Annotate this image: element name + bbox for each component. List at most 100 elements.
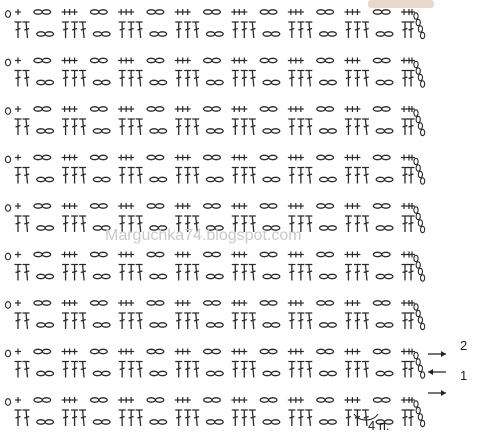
chain-stitch-icon xyxy=(202,154,222,161)
double-crochet-icon xyxy=(231,360,239,378)
turning-chain-icon xyxy=(419,128,426,137)
double-crochet-icon xyxy=(305,409,313,427)
double-crochet-icon xyxy=(184,263,192,281)
chain-stitch-icon xyxy=(259,251,278,258)
double-crochet-icon xyxy=(361,409,369,427)
chain-stitch-icon xyxy=(89,300,108,306)
chain-stitch-icon xyxy=(146,106,165,112)
turning-chain-icon xyxy=(415,212,421,221)
double-crochet-icon xyxy=(14,312,22,329)
double-crochet-icon xyxy=(192,166,200,184)
chain-stitch-icon xyxy=(36,79,55,86)
chain-stitch-icon xyxy=(316,154,335,161)
turning-chain-icon xyxy=(415,164,421,172)
chain-stitch-icon xyxy=(318,225,338,231)
double-crochet-icon xyxy=(344,118,352,135)
chain-stitch-icon xyxy=(149,273,168,280)
single-crochet-icon xyxy=(241,57,248,64)
single-crochet-icon xyxy=(15,251,21,258)
double-crochet-icon xyxy=(361,263,369,281)
double-crochet-icon xyxy=(118,21,126,38)
double-crochet-icon xyxy=(248,409,256,427)
single-crochet-icon xyxy=(128,348,135,355)
chain-stitch-icon xyxy=(92,79,111,86)
chain-stitch-icon xyxy=(262,322,281,328)
turning-chain-icon xyxy=(417,413,424,421)
chain-stitch-icon xyxy=(36,31,55,37)
double-crochet-icon xyxy=(361,69,369,87)
corner-tab xyxy=(368,0,434,8)
foundation-chain-count: 4 п. xyxy=(368,418,390,433)
turning-chain-icon xyxy=(419,322,426,331)
single-crochet-icon xyxy=(297,154,304,161)
single-crochet-icon xyxy=(128,106,135,112)
turning-chain-icon xyxy=(413,351,419,360)
single-crochet-icon xyxy=(297,397,304,403)
double-crochet-icon xyxy=(344,215,352,232)
single-crochet-icon xyxy=(128,57,135,64)
double-crochet-icon xyxy=(353,118,361,135)
single-crochet-icon xyxy=(15,57,21,64)
double-crochet-icon xyxy=(184,409,192,426)
turning-chain-icon xyxy=(419,177,426,185)
chain-stitch-icon xyxy=(318,31,338,37)
row-label-2: 2 xyxy=(460,338,467,353)
double-crochet-icon xyxy=(22,69,30,87)
single-crochet-icon xyxy=(409,348,415,355)
chain-stitch-icon xyxy=(89,251,108,258)
double-crochet-icon xyxy=(231,312,239,329)
chain-stitch-icon xyxy=(262,31,281,37)
turning-chain-icon xyxy=(419,80,426,88)
double-crochet-icon xyxy=(231,21,239,38)
chain-stitch-icon xyxy=(33,57,52,64)
chain-stitch-icon xyxy=(89,203,108,209)
double-crochet-icon xyxy=(344,263,352,281)
double-crochet-icon xyxy=(361,312,369,330)
double-crochet-icon xyxy=(192,263,200,281)
turning-chain-icon xyxy=(4,252,12,261)
chain-stitch-icon xyxy=(318,176,338,183)
double-crochet-icon xyxy=(175,166,183,184)
single-crochet-icon xyxy=(241,251,248,258)
double-crochet-icon xyxy=(297,215,305,232)
chain-stitch-icon xyxy=(202,300,222,306)
double-crochet-icon xyxy=(14,166,22,184)
single-crochet-icon xyxy=(15,397,21,403)
turning-chain-icon xyxy=(415,309,421,318)
chain-stitch-icon xyxy=(146,154,165,161)
single-crochet-icon xyxy=(184,9,191,15)
double-crochet-icon xyxy=(353,312,361,329)
double-crochet-icon xyxy=(344,360,352,378)
single-crochet-icon xyxy=(297,251,304,258)
double-crochet-icon xyxy=(297,312,305,329)
double-crochet-icon xyxy=(62,21,70,38)
turning-chain-icon xyxy=(419,371,426,379)
single-crochet-icon xyxy=(184,251,191,258)
chain-stitch-icon xyxy=(149,419,168,425)
double-crochet-icon xyxy=(305,69,313,87)
double-crochet-icon xyxy=(175,360,183,378)
double-crochet-icon xyxy=(175,409,183,426)
double-crochet-icon xyxy=(353,360,361,378)
chain-stitch-icon xyxy=(259,300,278,306)
single-crochet-icon xyxy=(15,106,21,112)
double-crochet-icon xyxy=(118,312,126,329)
chain-stitch-icon xyxy=(375,370,394,377)
double-crochet-icon xyxy=(135,312,143,330)
single-crochet-icon xyxy=(241,203,248,209)
double-crochet-icon xyxy=(71,21,79,38)
chain-stitch-icon xyxy=(36,370,55,377)
chain-stitch-icon xyxy=(89,57,108,64)
double-crochet-icon xyxy=(62,360,70,378)
double-crochet-icon xyxy=(192,409,200,427)
foundation-marker xyxy=(428,390,446,396)
double-crochet-icon xyxy=(297,409,305,426)
double-crochet-icon xyxy=(240,312,248,329)
double-crochet-icon xyxy=(361,21,369,39)
double-crochet-icon xyxy=(248,69,256,87)
chain-stitch-icon xyxy=(89,154,108,161)
chain-stitch-icon xyxy=(146,300,165,306)
double-crochet-icon xyxy=(401,69,409,87)
double-crochet-icon xyxy=(344,312,352,329)
double-crochet-icon xyxy=(127,166,135,184)
